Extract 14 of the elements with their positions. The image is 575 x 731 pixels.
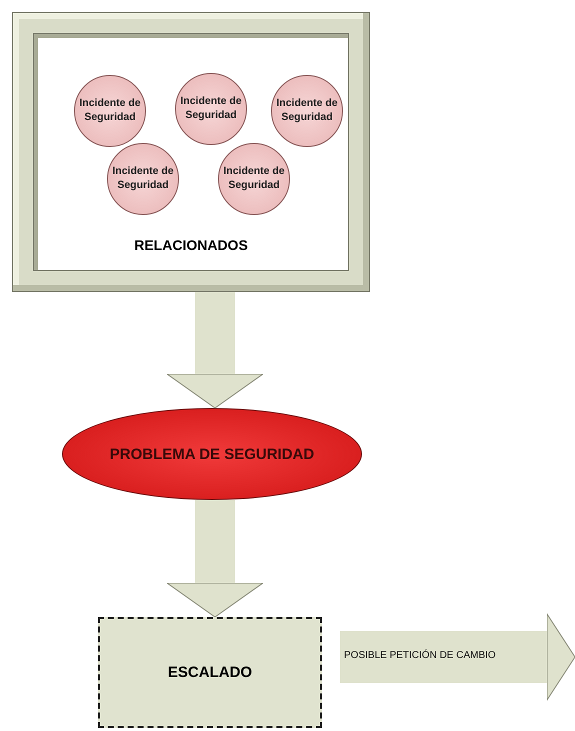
block-arrow bbox=[166, 292, 264, 408]
process-box bbox=[98, 617, 322, 728]
node-label: ESCALADO bbox=[168, 664, 252, 681]
node-label: Incidente de Seguridad bbox=[111, 165, 175, 193]
node-label: Incidente de Seguridad bbox=[222, 165, 286, 193]
edge-label: POSIBLE PETICIÓN DE CAMBIO bbox=[344, 650, 496, 661]
group-title: RELACIONADOS bbox=[133, 237, 249, 253]
node-label: PROBLEMA DE SEGURIDAD bbox=[110, 446, 314, 462]
node-label: Incidente de Seguridad bbox=[78, 97, 142, 125]
block-arrow bbox=[166, 500, 264, 618]
block-arrow bbox=[340, 614, 575, 700]
picture-frame bbox=[12, 12, 370, 292]
node-label: Incidente de Seguridad bbox=[179, 95, 243, 123]
node-label: Incidente de Seguridad bbox=[275, 97, 339, 125]
